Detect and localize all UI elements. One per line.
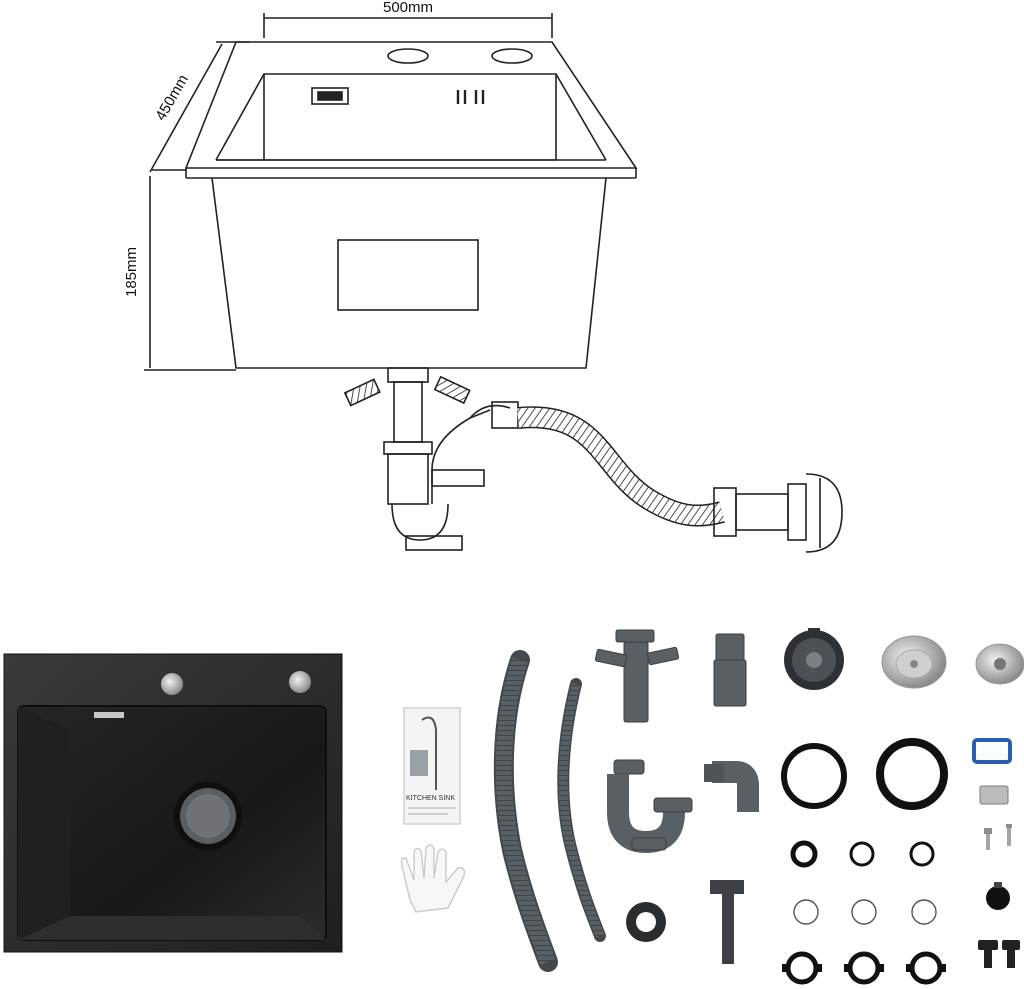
washer-ring: [793, 899, 819, 925]
washer-ring: [790, 840, 818, 868]
washer-ring: [849, 841, 875, 867]
p-trap: [607, 759, 693, 854]
overflow-slot-icon: [94, 712, 124, 718]
bolt-icon: [978, 940, 1020, 968]
gasket-ring-large: [781, 743, 847, 809]
sink-outline: [184, 41, 638, 369]
blue-seal: [972, 738, 1012, 764]
tee-pipe: [594, 629, 680, 723]
elbow-pipe: [704, 761, 759, 812]
washer-ring: [909, 841, 935, 867]
gasket-ring-large: [876, 738, 948, 810]
height-label: 185mm: [123, 247, 140, 297]
t-connector: [710, 880, 744, 964]
accessories: KITCHEN SINK: [400, 628, 1024, 985]
overflow-cover: [979, 785, 1009, 805]
faucet-hole-icon: [491, 48, 533, 64]
screw-icon: [984, 828, 992, 850]
hose-end-connector: [713, 473, 843, 553]
rubber-stopper: [986, 886, 1010, 910]
lock-nut: [844, 951, 884, 985]
faucet-hole-icon: [161, 673, 183, 695]
overflow-slot-icon: [311, 87, 349, 105]
strainer-cap: [784, 628, 844, 690]
washer-ring: [851, 899, 877, 925]
depth-label: 450mm: [152, 72, 192, 124]
width-dimension: [263, 13, 553, 38]
faucet-hole-icon: [289, 671, 311, 693]
width-label: 500mm: [383, 0, 433, 16]
strainer-plug: [975, 643, 1024, 685]
manual-booklet: KITCHEN SINK: [403, 707, 461, 825]
manual-title: KITCHEN SINK: [406, 795, 455, 802]
drain-assembly: [343, 367, 519, 551]
strainer-basket: [881, 635, 947, 689]
washer-ring: [911, 899, 937, 925]
height-dimension: [144, 176, 236, 371]
vent-slots-icon: [456, 90, 485, 104]
straight-connector: [713, 633, 747, 707]
lock-nut: [906, 951, 946, 985]
glove-icon: [400, 844, 466, 913]
sink-photo: [3, 653, 343, 953]
faucet-hole-icon: [387, 48, 429, 64]
line-drawing: [144, 13, 843, 553]
screw-icon: [1006, 824, 1012, 846]
lock-nut: [782, 951, 822, 985]
